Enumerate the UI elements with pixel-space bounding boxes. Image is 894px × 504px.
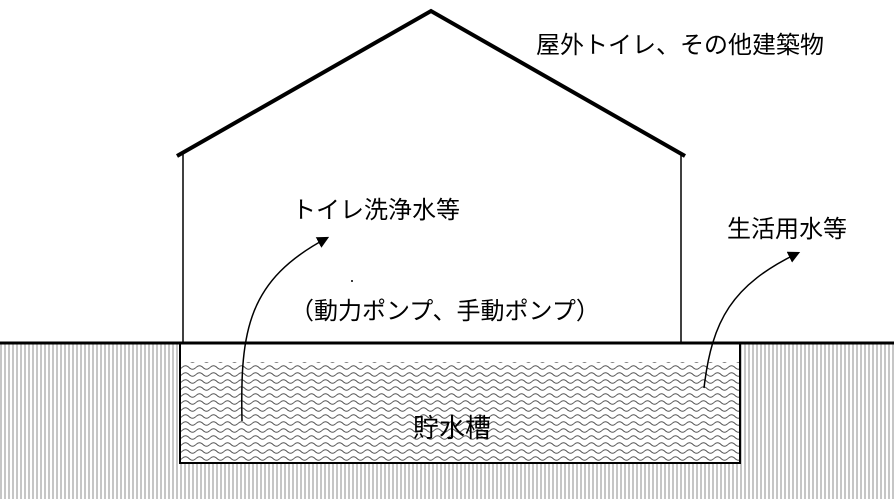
- pump-label: （動力ポンプ、手動ポンプ）: [290, 297, 600, 325]
- life-water-label: 生活用水等: [727, 215, 847, 243]
- arrow-toilet-water: [241, 236, 330, 422]
- dot-mark: [351, 280, 353, 282]
- tank-water: [180, 362, 740, 462]
- arrow-life-water: [703, 251, 801, 389]
- building-roof: [176, 8, 686, 158]
- tank-outline: [179, 343, 741, 464]
- building-label: 屋外トイレ、その他建築物: [536, 31, 824, 59]
- toilet-water-label: トイレ洗浄水等: [292, 196, 460, 224]
- tank-label: 貯水槽: [413, 414, 492, 444]
